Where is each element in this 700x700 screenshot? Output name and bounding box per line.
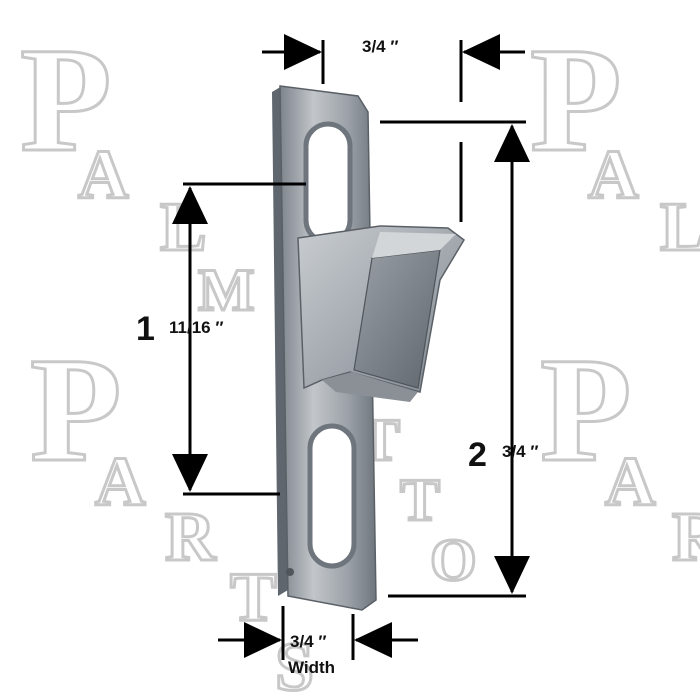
- watermark-letter: T: [400, 467, 440, 533]
- arrowhead: [284, 34, 322, 70]
- watermark-letter: P: [530, 17, 622, 183]
- watermark-letter: R: [165, 499, 217, 576]
- left-height-whole-label: 1: [136, 310, 155, 348]
- bottom-width-label: 3/4 ″: [290, 632, 327, 651]
- right-height-fraction-label: 3/4 ″: [502, 442, 539, 461]
- arrowhead: [354, 622, 392, 658]
- watermark-letter: A: [588, 137, 639, 214]
- arrowhead: [244, 622, 282, 658]
- arrowhead: [462, 34, 500, 70]
- plate-edge: [272, 86, 288, 596]
- bottom-width-caption: Width: [288, 658, 336, 677]
- right-height-whole-label: 2: [468, 436, 487, 474]
- watermark-logo: P A L M P A L E T T T O P A R T S P A R: [19, 16, 700, 700]
- watermark-letter: O: [430, 527, 477, 593]
- dimension-arrowheads: [172, 34, 530, 658]
- watermark-letter: L: [660, 189, 700, 266]
- arrowhead: [494, 556, 530, 594]
- watermark-letter: R: [672, 499, 700, 576]
- watermark-letter: M: [198, 257, 255, 323]
- watermark-letter: T: [230, 559, 277, 636]
- latch-keeper: [272, 85, 465, 611]
- dimension-lines: [183, 40, 526, 660]
- watermark-letter: A: [78, 137, 129, 214]
- watermark-letter: A: [95, 444, 146, 521]
- arrowhead: [494, 124, 530, 162]
- watermark-letter: P: [30, 327, 122, 493]
- watermark-letter: P: [540, 327, 632, 493]
- arrowhead: [172, 454, 208, 492]
- arrowhead: [172, 186, 208, 224]
- watermark-letter: A: [605, 444, 656, 521]
- top-width-label: 3/4 ″: [362, 37, 399, 56]
- watermark-letter: P: [20, 17, 112, 183]
- left-height-fraction-label: 11/16 ″: [169, 318, 224, 337]
